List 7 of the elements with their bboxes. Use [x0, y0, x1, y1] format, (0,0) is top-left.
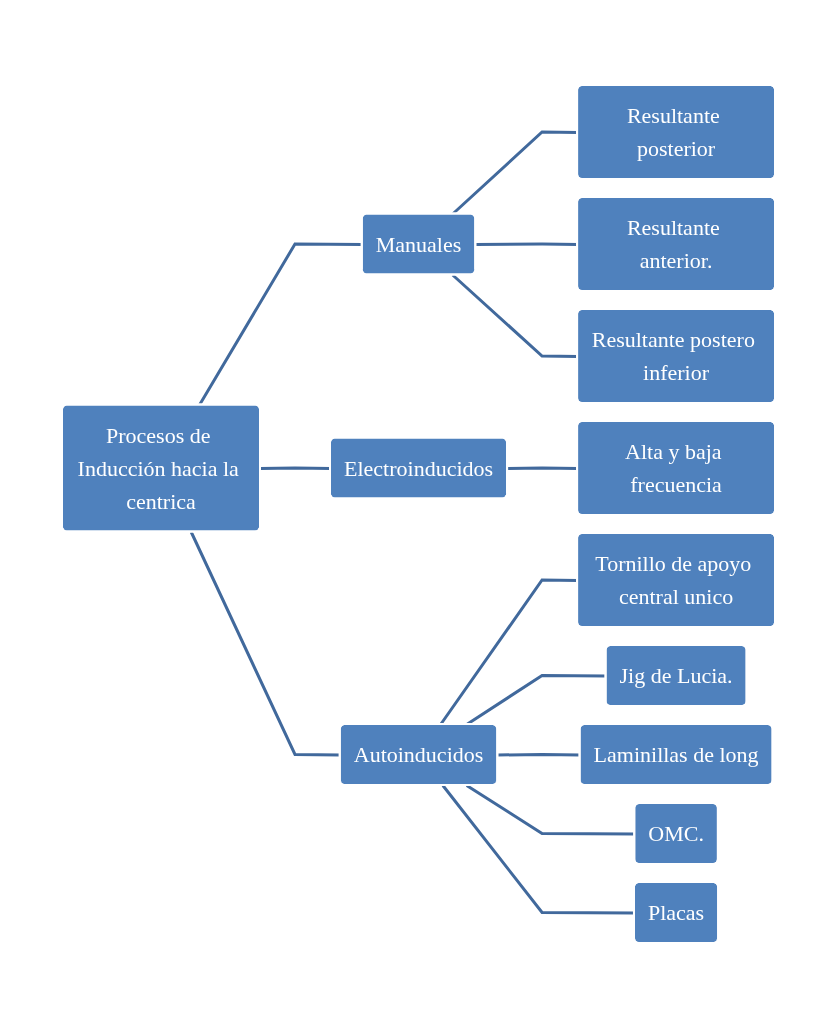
connector: [441, 784, 635, 914]
connector: [475, 242, 578, 246]
connector: [439, 578, 578, 725]
connector: [451, 130, 578, 215]
connector: [465, 783, 635, 835]
connector: [507, 466, 578, 470]
connector: [451, 273, 578, 358]
